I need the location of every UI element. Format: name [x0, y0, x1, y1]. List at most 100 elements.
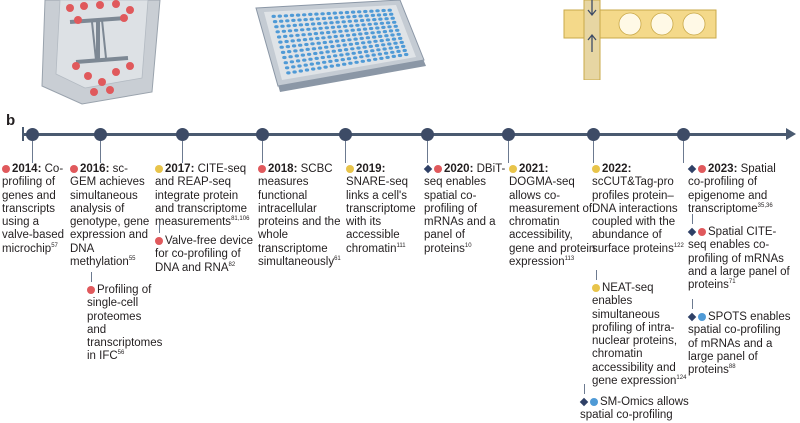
microwell: [350, 28, 355, 32]
entry-connector: [91, 272, 92, 282]
timeline-entry: 2014: Co-profiling of genes and transcri…: [2, 163, 68, 256]
entry-reference: 10: [464, 242, 472, 249]
microwell: [372, 18, 377, 22]
microwell: [329, 64, 334, 68]
microwell: [384, 17, 389, 21]
microwell: [387, 42, 392, 46]
microwell: [284, 66, 290, 70]
microwell: [312, 27, 317, 31]
timeline-axis: [24, 133, 790, 136]
microwell: [313, 51, 318, 56]
spatial-diamond-icon: [687, 312, 697, 322]
microwell: [317, 22, 322, 26]
microwell: [293, 49, 298, 53]
microwell: [397, 53, 403, 58]
microwell: [361, 41, 366, 45]
microwell: [323, 65, 328, 69]
entry-connector: [692, 299, 693, 309]
timeline-node: [256, 128, 269, 141]
microwell: [342, 62, 347, 66]
entry-text: NEAT-seq enables simultaneous profiling …: [592, 282, 678, 388]
microwell: [362, 45, 367, 49]
microwell: [321, 36, 326, 40]
microwell: [271, 14, 276, 18]
microwell: [379, 21, 385, 25]
microwell: [351, 51, 356, 55]
microwell: [301, 33, 306, 37]
microwell: [368, 44, 373, 49]
microwell: [336, 44, 341, 48]
microwell: [302, 13, 307, 17]
timeline-entry: SPOTS enables spatial co-profiling of mR…: [687, 311, 792, 377]
microwell: [366, 58, 372, 62]
microwell: [344, 29, 349, 33]
microwell: [286, 71, 291, 75]
timeline-node: [94, 128, 107, 141]
microwell: [299, 48, 304, 52]
microwell: [369, 9, 374, 13]
entry-connector: [584, 384, 585, 394]
red-dot-icon: [70, 165, 78, 173]
microwell: [326, 30, 331, 35]
entry-year: 2023:: [708, 163, 738, 175]
entry-text: Spatial CITE-seq enables co-profiling of…: [688, 226, 790, 292]
entry-markers: [579, 397, 608, 408]
entry-reference: 82: [228, 261, 236, 268]
microwell: [302, 58, 307, 62]
spatial-diamond-icon: [687, 164, 697, 174]
microwell: [338, 29, 343, 33]
entry-reference: 61: [334, 256, 341, 263]
microwell: [353, 19, 359, 23]
microwell: [323, 21, 328, 25]
microwell: [335, 20, 340, 24]
timeline-node: [421, 128, 434, 141]
microwell: [329, 21, 334, 25]
timeline-connector: [508, 141, 509, 163]
microwell: [322, 40, 327, 45]
microwell: [334, 58, 339, 63]
microwell: [390, 16, 395, 20]
microwell: [290, 39, 295, 43]
entry-text: SM-Omics allows spatial co-profiling: [580, 396, 689, 422]
red-dot-icon: [698, 165, 706, 173]
blue-dot-icon: [698, 313, 706, 321]
microwell: [366, 18, 371, 22]
entry-year: 2022:: [602, 163, 632, 175]
timeline-entry: 2021: DOGMA-seq allows co-measurement of…: [509, 163, 597, 269]
entry-year: 2018:: [268, 163, 298, 175]
entry-year: 2021:: [519, 163, 549, 175]
timeline-node: [339, 128, 352, 141]
microwell: [379, 56, 384, 61]
microwell: [327, 35, 332, 39]
microwell: [315, 36, 320, 41]
timeline-entry: Profiling of single-cell proteomes and t…: [87, 284, 162, 364]
entry-text: Profiling of single-cell proteomes and t…: [87, 284, 163, 363]
microwell: [371, 53, 376, 57]
microwell: [363, 9, 368, 14]
timeline-node: [502, 128, 515, 141]
microwell: [316, 41, 321, 45]
microwell: [370, 49, 375, 53]
microwell: [319, 51, 324, 55]
microwell: [344, 10, 350, 15]
entry-reference: 56: [117, 350, 125, 357]
microwell: [319, 31, 325, 35]
entry-markers: [592, 165, 620, 175]
microwell: [339, 53, 344, 57]
microwell: [395, 28, 400, 32]
microwell: [333, 54, 338, 58]
timeline-entry: 2019: SNARE-seq links a cell's transcrip…: [346, 163, 428, 256]
microwell: [315, 17, 320, 21]
droplet-channel-illustration: [563, 0, 717, 80]
microwell: [307, 32, 312, 36]
timeline-node: [677, 128, 690, 141]
microwell: [327, 16, 333, 20]
yellow-dot-icon: [155, 165, 163, 173]
microwell: [343, 24, 348, 28]
microwell: [340, 15, 345, 19]
microwell: [348, 61, 353, 65]
entry-year: 2020:: [444, 163, 474, 175]
microwell: [348, 42, 354, 46]
microwell: [321, 16, 327, 21]
